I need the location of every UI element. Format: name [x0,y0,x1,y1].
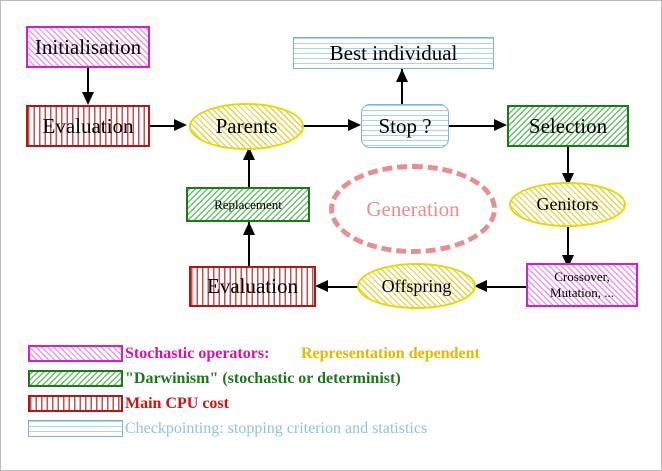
legend-label-checkpointing: Checkpointing: stopping criterion and st… [125,419,428,437]
node-crossover-mutation-line2: Mutation, ... [550,285,614,300]
node-initialisation-label: Initialisation [34,34,142,59]
legend-swatch-darwinism [28,370,123,387]
generation-label: Generation [366,196,460,221]
legend-swatch-stochastic-operators [28,345,123,362]
arrowhead-evaluation-to-parents [174,119,187,131]
arrowhead-replacement-to-parents [243,147,255,160]
edge-parents-to-stop [303,125,353,127]
node-stop-label: Stop ? [378,113,432,138]
node-initialisation[interactable]: Initialisation [26,26,150,68]
node-stop[interactable]: Stop ? [361,104,449,148]
legend-row-main-cpu-cost: Main CPU cost [1,391,661,416]
legend-row-darwinism: "Darwinism" (stochastic or determinist) [1,366,661,391]
legend-label-representation-dependent: Representation dependent [301,344,480,362]
node-evaluation-top[interactable]: Evaluation [26,105,150,147]
edge-replacement-to-parents [248,147,250,187]
node-evaluation-bottom[interactable]: Evaluation [189,266,316,307]
edge-evaluation-to-parents [149,125,177,127]
node-replacement-label: Replacement [214,196,282,212]
legend-swatch-main-cpu-cost [28,395,123,412]
node-genitors[interactable]: Genitors [509,182,626,227]
edge-stop-to-selection [448,125,500,127]
arrowhead-crossover-to-offspring [474,280,487,292]
legend: Stochastic operators: Representation dep… [1,341,661,441]
node-evaluation-top-label: Evaluation [42,113,134,138]
node-crossover-mutation-line1: Crossover, [554,268,610,284]
legend-label-main-cpu-cost: Main CPU cost [125,394,229,412]
legend-label-darwinism: "Darwinism" (stochastic or determinist) [125,369,401,387]
edge-genitors-to-crossover [567,227,569,263]
edge-stop-to-best-individual [401,69,403,105]
edge-evaluation-to-replacement [248,221,250,267]
arrowhead-initialisation-to-evaluation [82,92,94,105]
node-offspring-label: Offspring [381,275,452,296]
edge-selection-to-genitors [567,146,569,179]
node-selection-label: Selection [528,113,608,138]
node-best-individual-label: Best individual [329,40,458,65]
node-offspring[interactable]: Offspring [357,263,476,309]
node-parents-label: Parents [215,114,278,139]
node-replacement[interactable]: Replacement [186,187,310,222]
arrowhead-parents-to-stop [348,119,361,131]
legend-row-stochastic-operators: Stochastic operators: Representation dep… [1,341,661,366]
node-best-individual[interactable]: Best individual [293,37,494,69]
edge-offspring-to-evaluation [326,286,362,288]
node-selection[interactable]: Selection [507,105,629,147]
legend-row-checkpointing: Checkpointing: stopping criterion and st… [1,416,661,441]
node-parents[interactable]: Parents [189,103,304,150]
legend-label-stochastic-operators: Stochastic operators: [125,344,270,362]
edge-crossover-to-offspring [483,286,527,288]
arrowhead-evaluation-to-replacement [243,222,255,235]
arrowhead-offspring-to-evaluation [315,280,328,292]
node-evaluation-bottom-label: Evaluation [207,274,298,299]
edge-initialisation-to-evaluation [87,67,89,95]
generation-annotation-ellipse: Generation [329,164,497,254]
legend-swatch-checkpointing [28,420,123,437]
node-genitors-label: Genitors [536,194,599,215]
node-crossover-mutation[interactable]: Crossover, Mutation, ... [526,263,638,307]
arrowhead-stop-to-selection [494,119,507,131]
arrowhead-stop-to-best-individual [396,69,408,82]
